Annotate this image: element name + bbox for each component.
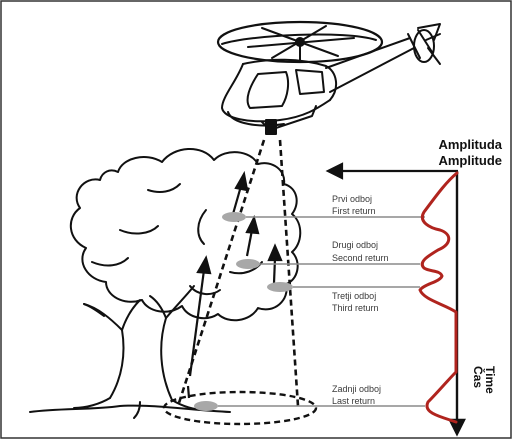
amplitude-label-sl: Amplituda	[438, 137, 502, 152]
last-return-label-en: Last return	[332, 396, 375, 406]
first-return-label-sl: Prvi odboj	[332, 194, 372, 204]
amplitude-label-en: Amplitude	[438, 153, 502, 168]
hit-point-first	[222, 212, 246, 222]
second-return-label-en: Second return	[332, 253, 389, 263]
hit-point-third	[267, 282, 293, 292]
first-return-label-en: First return	[332, 206, 376, 216]
third-return-label-sl: Tretji odboj	[332, 291, 376, 301]
last-return-label-sl: Zadnji odboj	[332, 384, 381, 394]
time-label-en: Time	[483, 366, 497, 394]
third-return-label-en: Third return	[332, 303, 379, 313]
hit-point-last	[194, 401, 218, 411]
second-return-label-sl: Drugi odboj	[332, 240, 378, 250]
hit-point-second	[236, 259, 260, 269]
